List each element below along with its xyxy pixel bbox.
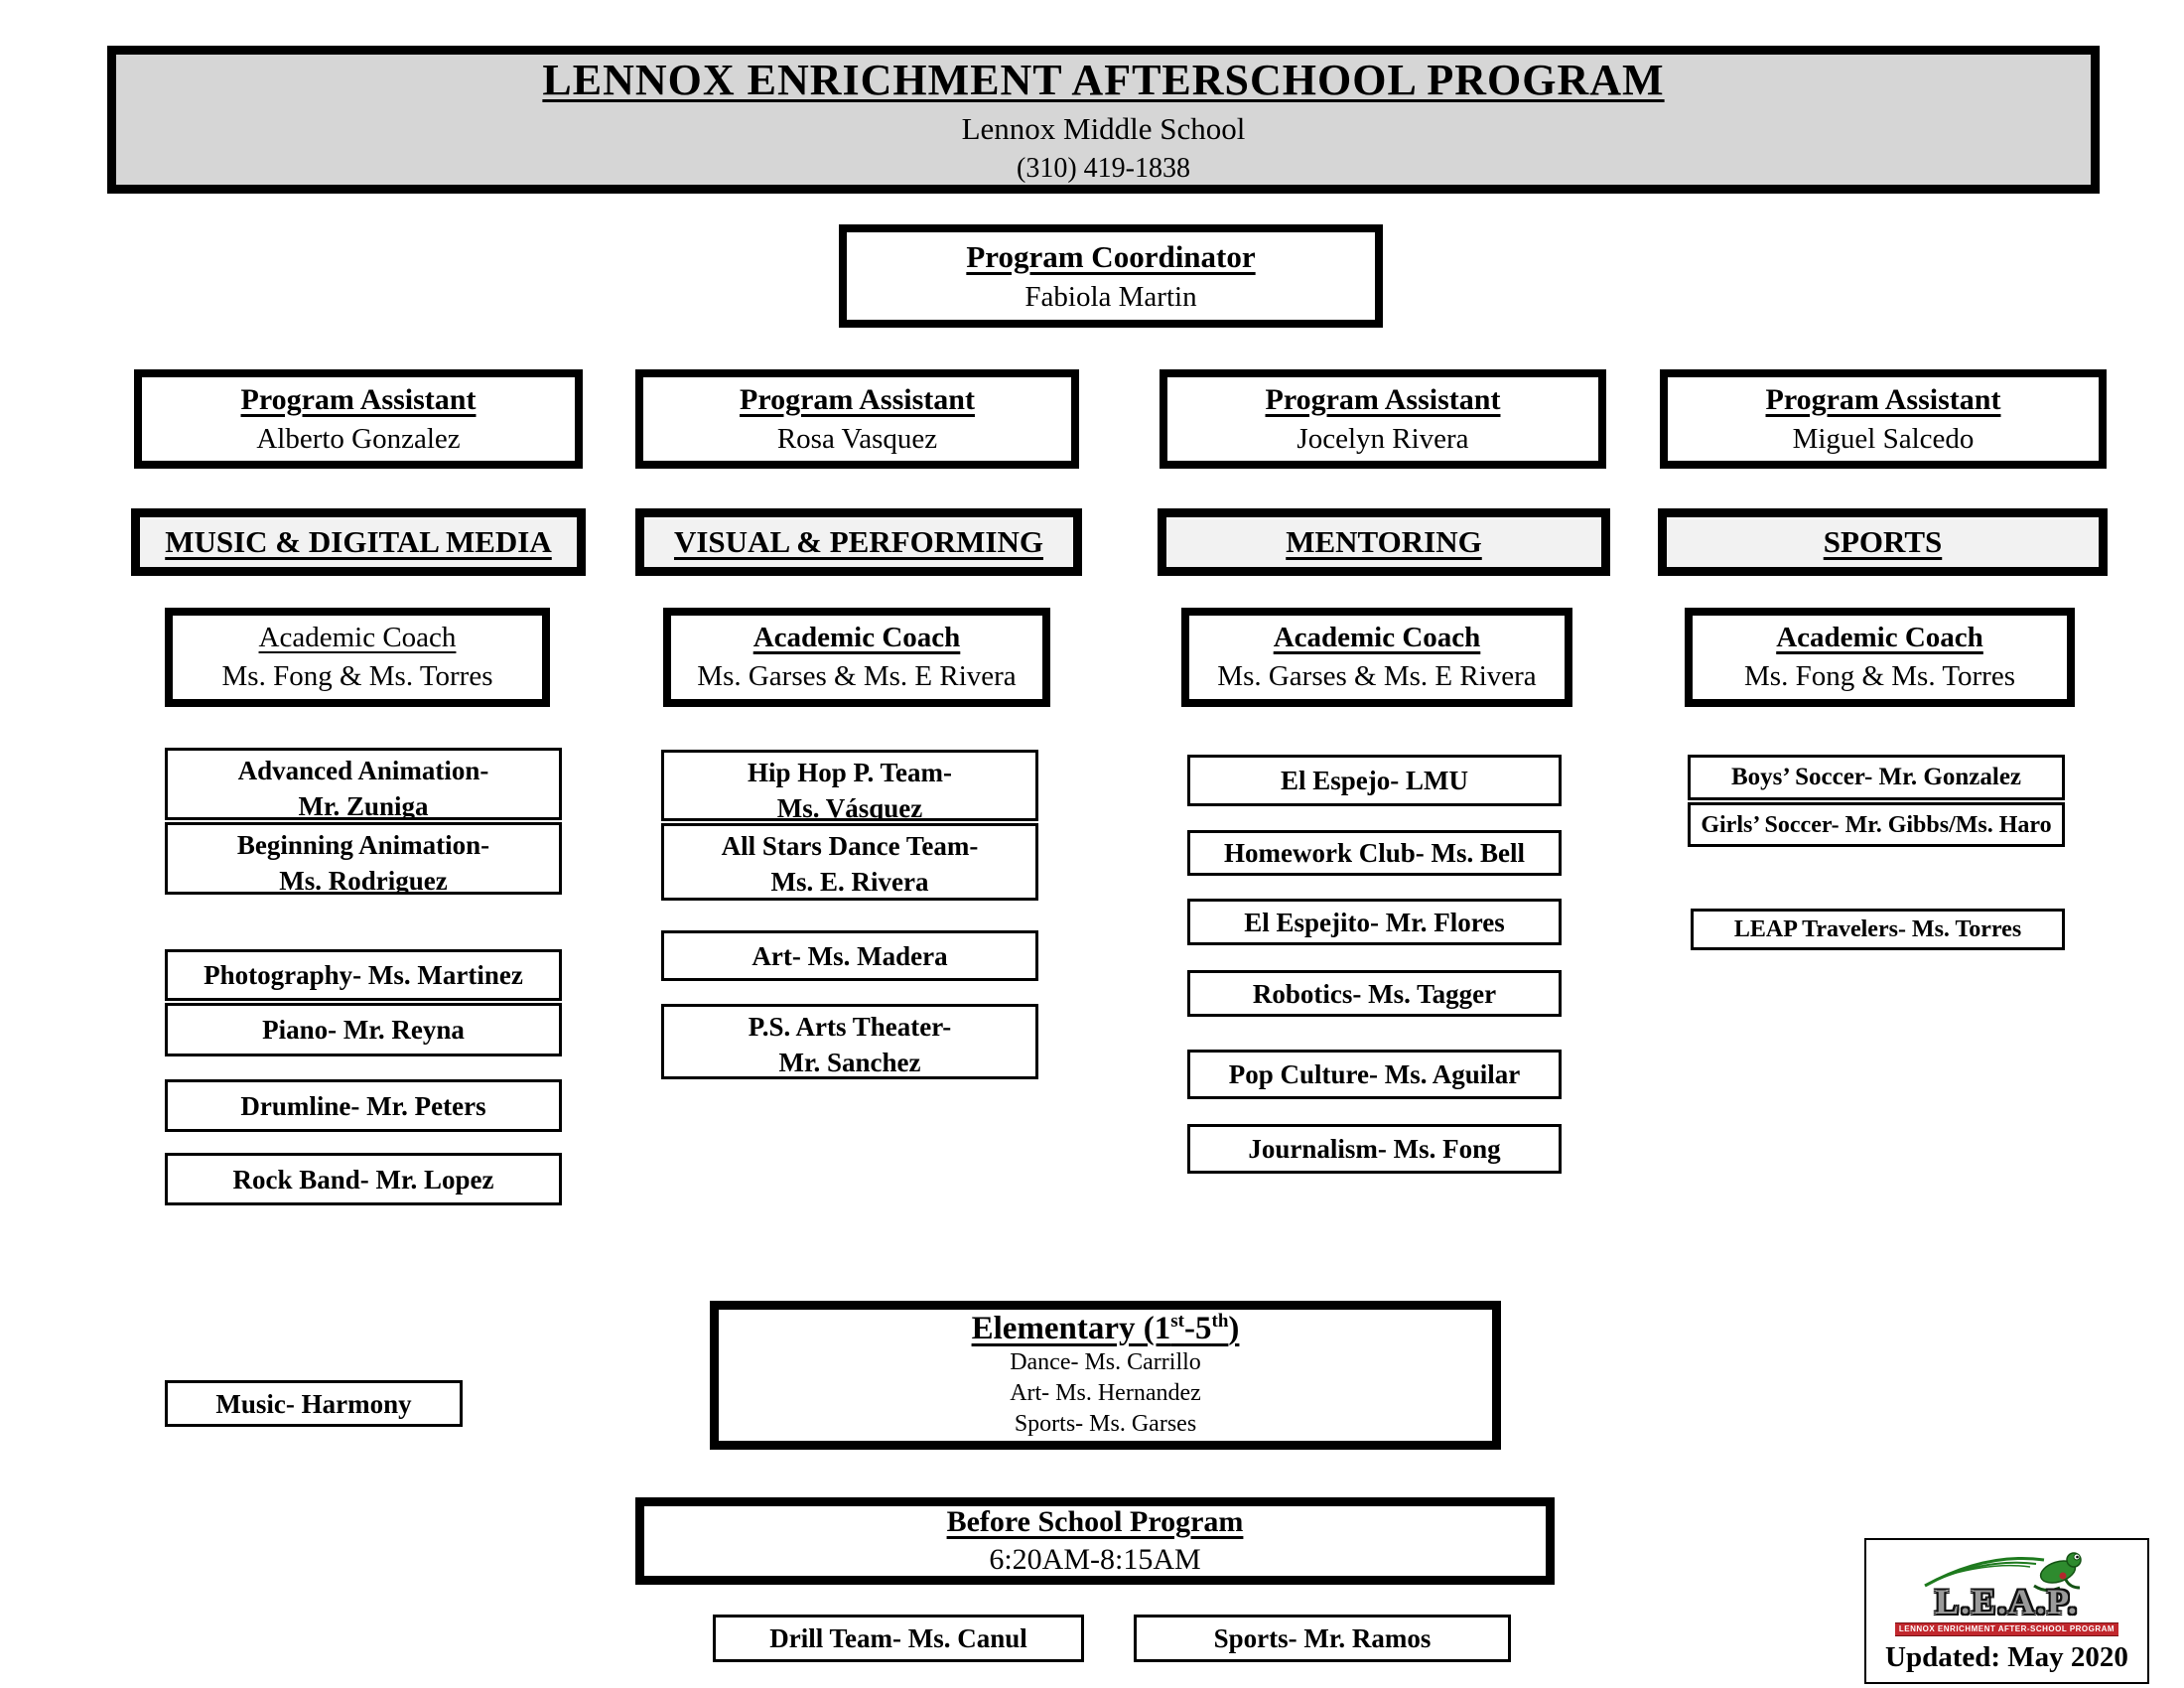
category-box-music-digital-media: MUSIC & DIGITAL MEDIA [131,508,586,576]
activity-leap-travelers: LEAP Travelers- Ms. Torres [1691,909,2065,950]
activity-el-espejo: El Espejo- LMU [1187,755,1562,806]
program-assistant-box-3: Program Assistant Jocelyn Rivera [1160,369,1606,469]
assistant-title: Program Assistant [1765,382,2001,416]
before-school-box: Before School Program 6:20AM-8:15AM [635,1497,1555,1585]
leap-frog-logo-icon: L.E.A.P. LENNOX ENRICHMENT AFTER-SCHOOL … [1894,1546,2119,1636]
assistant-name: Miguel Salcedo [1792,422,1975,455]
phone-number: (310) 419-1838 [1017,153,1190,184]
category-box-mentoring: MENTORING [1158,508,1610,576]
activity-robotics: Robotics- Ms. Tagger [1187,970,1562,1017]
assistant-name: Alberto Gonzalez [256,422,461,455]
activity-sports-ramos: Sports- Mr. Ramos [1134,1615,1511,1662]
category-box-sports: SPORTS [1658,508,2108,576]
category-label: SPORTS [1823,524,1943,559]
elementary-art: Art- Ms. Hernandez [1010,1380,1201,1406]
program-coordinator-box: Program Coordinator Fabiola Martin [839,224,1383,328]
activity-hip-hop-team: Hip Hop P. Team- Ms. Vásquez [661,750,1038,821]
activity-journalism: Journalism- Ms. Fong [1187,1124,1562,1174]
academic-coach-box-4: Academic Coach Ms. Fong & Ms. Torres [1685,608,2075,707]
updated-date: Updated: May 2020 [1885,1641,2128,1673]
category-label: VISUAL & PERFORMING [673,524,1043,559]
assistant-title: Program Assistant [1265,382,1501,416]
activity-homework-club: Homework Club- Ms. Bell [1187,830,1562,876]
activity-music-harmony: Music- Harmony [165,1380,463,1427]
academic-coach-box-3: Academic Coach Ms. Garses & Ms. E Rivera [1181,608,1572,707]
assistant-name: Jocelyn Rivera [1297,422,1469,455]
activity-rock-band: Rock Band- Mr. Lopez [165,1153,562,1205]
category-label: MENTORING [1286,524,1482,559]
assistant-title: Program Assistant [240,382,477,416]
activity-all-stars-dance-team: All Stars Dance Team- Ms. E. Rivera [661,823,1038,901]
category-box-visual-performing: VISUAL & PERFORMING [635,508,1082,576]
before-school-time: 6:20AM-8:15AM [989,1543,1201,1576]
coach-names: Ms. Garses & Ms. E Rivera [1217,660,1537,692]
activity-ps-arts-theater: P.S. Arts Theater- Mr. Sanchez [661,1004,1038,1079]
before-school-title: Before School Program [946,1505,1244,1538]
school-name: Lennox Middle School [961,111,1246,146]
academic-coach-box-2: Academic Coach Ms. Garses & Ms. E Rivera [663,608,1050,707]
activity-advanced-animation: Advanced Animation- Mr. Zuniga [165,748,562,820]
leap-acronym: L.E.A.P. [1935,1582,2079,1621]
activity-el-espejito: El Espejito- Mr. Flores [1187,899,1562,945]
category-label: MUSIC & DIGITAL MEDIA [165,524,552,559]
coach-title: Academic Coach [752,622,961,653]
program-assistant-box-4: Program Assistant Miguel Salcedo [1660,369,2107,469]
header-banner: LENNOX ENRICHMENT AFTERSCHOOL PROGRAM Le… [107,46,2100,194]
leap-logo-box: L.E.A.P. LENNOX ENRICHMENT AFTER-SCHOOL … [1864,1538,2149,1684]
coach-title: Academic Coach [258,622,457,653]
activity-piano: Piano- Mr. Reyna [165,1003,562,1056]
activity-pop-culture: Pop Culture- Ms. Aguilar [1187,1050,1562,1099]
assistant-name: Rosa Vasquez [776,422,938,455]
activity-photography: Photography- Ms. Martinez [165,949,562,1001]
program-title: LENNOX ENRICHMENT AFTERSCHOOL PROGRAM [542,56,1665,104]
elementary-title: Elementary (1st-5th) [971,1311,1240,1346]
coach-names: Ms. Fong & Ms. Torres [221,660,493,692]
assistant-title: Program Assistant [740,382,975,416]
coordinator-title: Program Coordinator [966,238,1256,274]
elementary-dance: Dance- Ms. Carrillo [1010,1349,1201,1375]
elementary-sports: Sports- Ms. Garses [1014,1411,1197,1437]
activity-drumline: Drumline- Mr. Peters [165,1079,562,1132]
activity-drill-team: Drill Team- Ms. Canul [713,1615,1084,1662]
coordinator-name: Fabiola Martin [1024,280,1197,313]
coach-title: Academic Coach [1273,622,1481,653]
elementary-box: Elementary (1st-5th) Dance- Ms. Carrillo… [710,1301,1501,1450]
coach-title: Academic Coach [1776,622,1983,653]
activity-beginning-animation: Beginning Animation- Ms. Rodriguez [165,822,562,895]
activity-girls-soccer: Girls’ Soccer- Mr. Gibbs/Ms. Haro [1688,802,2065,847]
leap-tagline: LENNOX ENRICHMENT AFTER-SCHOOL PROGRAM [1894,1622,2119,1636]
academic-coach-box-1: Academic Coach Ms. Fong & Ms. Torres [165,608,550,707]
program-assistant-box-1: Program Assistant Alberto Gonzalez [134,369,583,469]
activity-art: Art- Ms. Madera [661,930,1038,981]
program-assistant-box-2: Program Assistant Rosa Vasquez [635,369,1079,469]
coach-names: Ms. Fong & Ms. Torres [1744,660,2015,692]
coach-names: Ms. Garses & Ms. E Rivera [697,660,1017,692]
activity-boys-soccer: Boys’ Soccer- Mr. Gonzalez [1688,755,2065,800]
